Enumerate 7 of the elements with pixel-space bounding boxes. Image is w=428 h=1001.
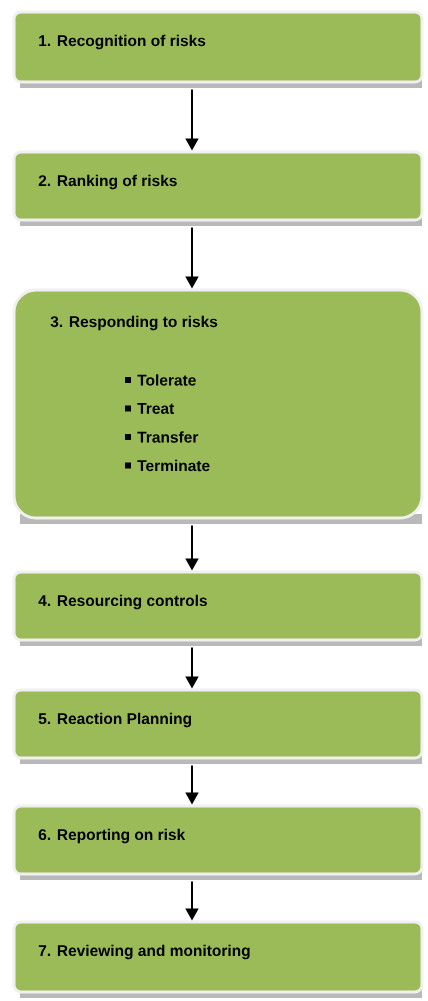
- step-box: 2. Ranking of risks: [12, 150, 424, 226]
- step-box: 3. Responding to risks Tolerate Treat Transfer Terminate: [12, 288, 424, 524]
- step-box: 4. Resourcing controls: [12, 570, 424, 646]
- step-box: 5. Reaction Planning: [12, 688, 424, 764]
- step-box: 6. Reporting on risk: [12, 804, 424, 880]
- step-box: 7. Reviewing and monitoring: [12, 920, 424, 998]
- step-box: 1. Recognition of risks: [12, 10, 424, 88]
